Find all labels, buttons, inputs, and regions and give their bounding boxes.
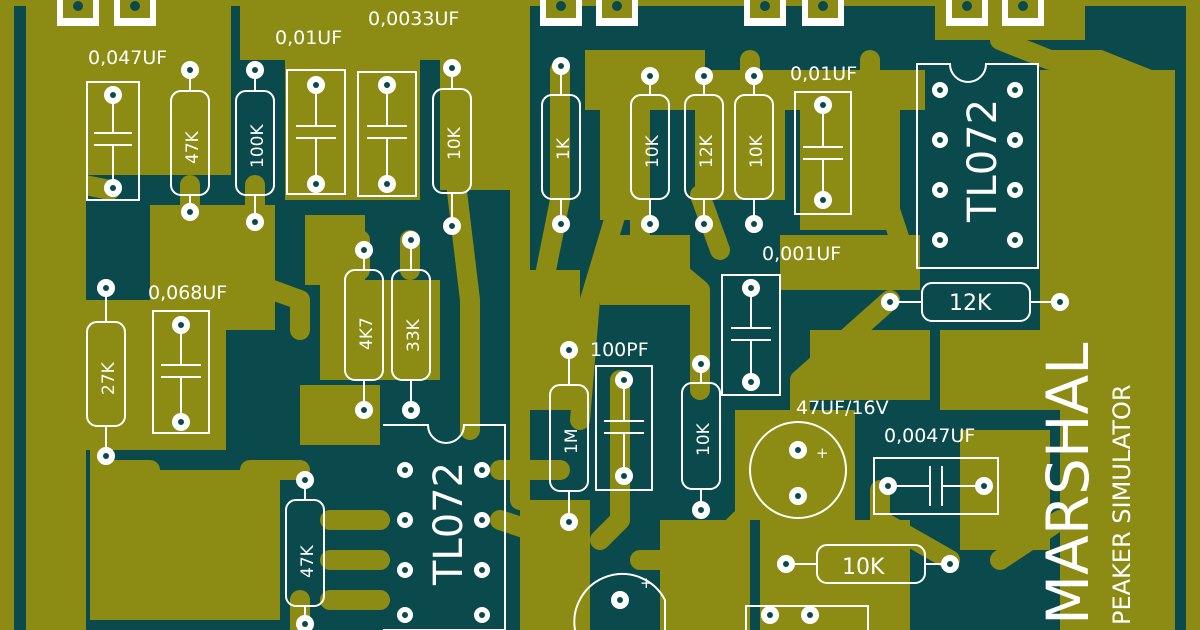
capacitor-plates (94, 90, 980, 506)
cap-001-right-body (794, 91, 852, 215)
label-cap-0001: 0,001UF (762, 243, 841, 265)
label-res-10k-low: 10K (694, 422, 714, 456)
cap-bottom-body (745, 605, 869, 630)
label-res-47k-low: 47K (298, 544, 318, 578)
brand-title: MARSHAL (1034, 343, 1102, 625)
ic-top-outline (916, 63, 1039, 269)
label-cap-0047: 0,047UF (88, 47, 167, 69)
label-res-47k-top: 47K (183, 130, 203, 164)
label-cap-001-top: 0,01UF (275, 27, 342, 49)
label-cap-100pf: 100PF (590, 339, 649, 361)
ic-bottom-outline (383, 424, 506, 630)
cap-bottom-elec-body (573, 572, 666, 630)
cap-100pf-body (595, 365, 653, 491)
label-res-33k: 33K (404, 318, 424, 352)
label-res-10k-top: 10K (445, 126, 465, 160)
label-res-4k7: 4K7 (357, 317, 377, 350)
label-ic-bottom: TL072 (426, 462, 472, 586)
label-cap-00047: 0,0047UF (884, 425, 975, 447)
cap-0068-body (152, 310, 210, 434)
label-res-10k-mid2: 10K (747, 134, 767, 168)
label-res-10k-right: 10K (842, 555, 885, 580)
cap-001-top-body (286, 69, 346, 195)
label-res-100k: 100K (248, 124, 268, 168)
label-res-27k: 27K (99, 361, 119, 395)
pad-holes (103, 63, 1063, 627)
label-ic-top: TL072 (960, 99, 1006, 223)
cap-00033-body (357, 71, 417, 197)
cap-0001-body (721, 274, 781, 396)
label-cap-001-right: 0,01UF (790, 63, 857, 85)
label-cap-47uf: 47UF/16V (796, 397, 889, 419)
cap-00047-body (873, 457, 999, 515)
cap-47uf-body (749, 421, 847, 519)
label-res-12k-right: 12K (949, 291, 992, 316)
label-res-1k: 1K (554, 137, 574, 160)
label-cap-00033: 0,0033UF (368, 8, 459, 30)
label-res-12k-top: 12K (697, 134, 717, 168)
label-res-10k-mid1: 10K (643, 134, 663, 168)
label-cap-0068: 0,068UF (148, 282, 227, 304)
plus-mark-47uf: + (816, 444, 829, 462)
connector-pads[interactable] (57, 0, 1044, 26)
brand-subtitle: PEAKER SIMULATOR (1108, 384, 1136, 625)
label-res-1m: 1M (562, 429, 582, 454)
plus-mark-bottom-cap: + (640, 574, 653, 592)
cap-0047-body (86, 81, 140, 201)
